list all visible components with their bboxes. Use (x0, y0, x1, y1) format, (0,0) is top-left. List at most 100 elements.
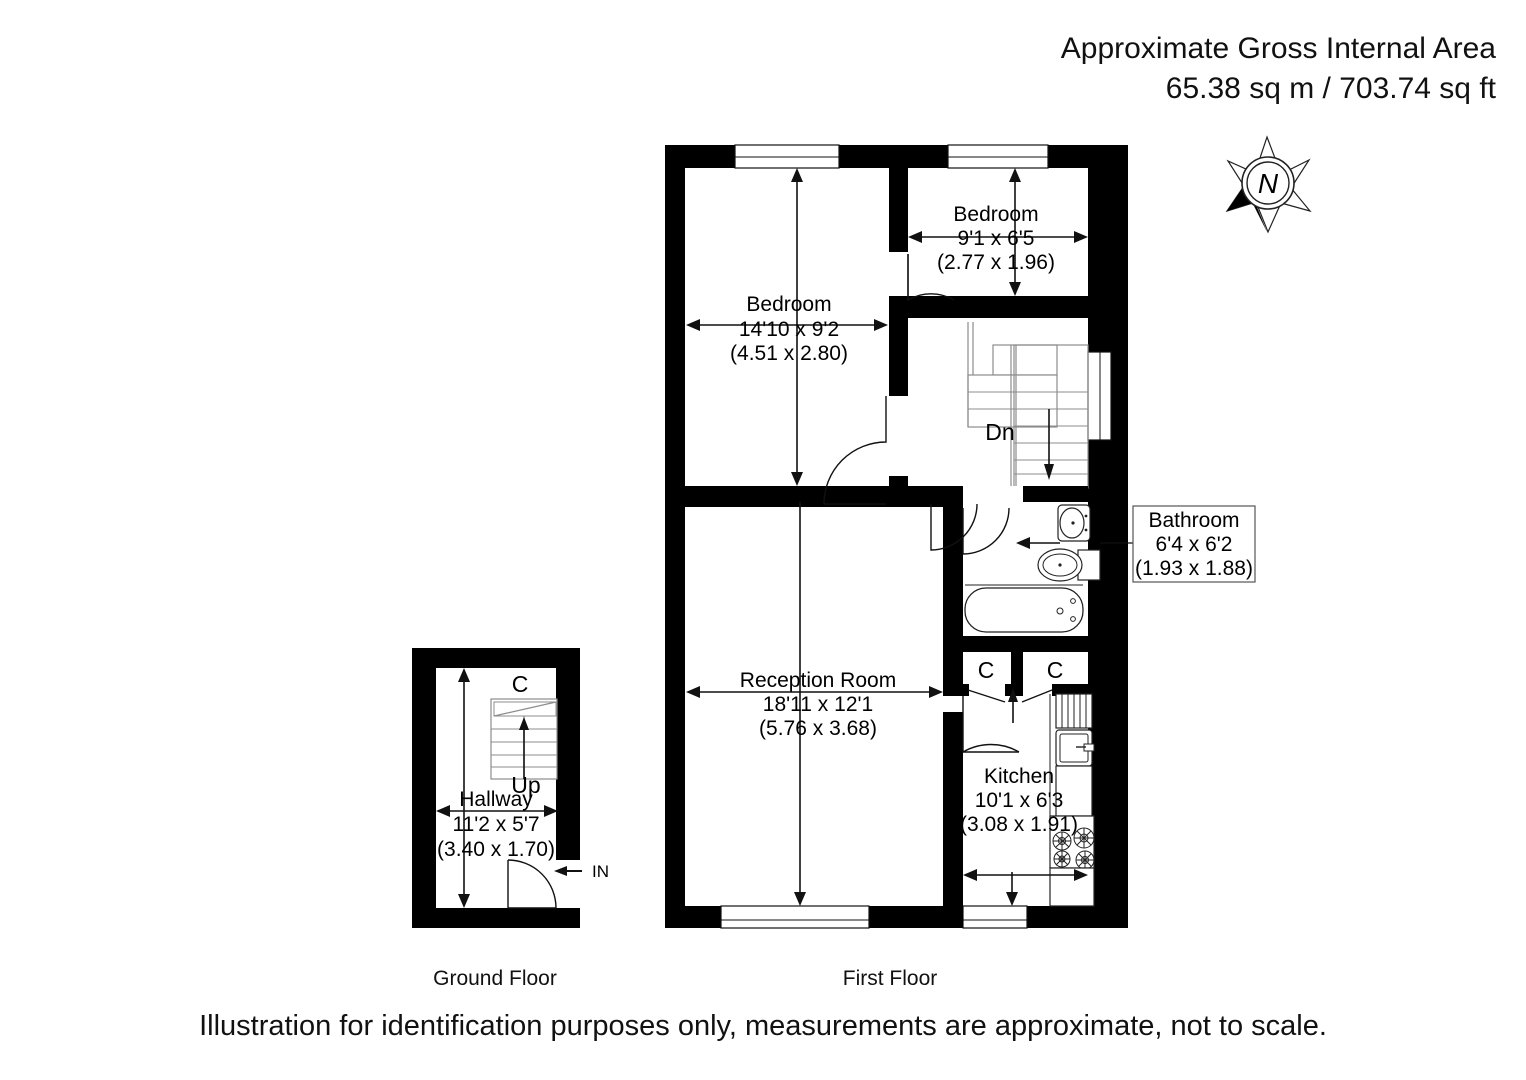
kitchen-label: Kitchen (984, 765, 1054, 788)
entrance-recess (508, 860, 580, 908)
window-right-stairwell (1087, 351, 1112, 441)
kitchen-metric: (3.08 x 1.91) (960, 813, 1078, 836)
door-swing-bedroom-second (907, 254, 955, 302)
door-cupboard-left (967, 689, 1006, 703)
entrance-recess-wall-gap (556, 860, 580, 908)
bedroom-main-interior (685, 168, 889, 486)
bathroom-metric: (1.93 x 1.88) (1135, 557, 1253, 580)
first-floor-plan: Dn (665, 144, 1256, 929)
compass-north-label: N (1258, 168, 1279, 199)
gross-internal-area-value: 65.38 sq m / 703.74 sq ft (1165, 72, 1496, 105)
ground-floor-plan: IN C Up Hallway 11'2 x 5'7 (3.40 x 1.70) (412, 648, 609, 928)
bathroom-label-box (1132, 505, 1256, 583)
wall-bedroom-main-bottom (665, 486, 908, 507)
kitchen-door-gap (943, 696, 963, 712)
wall-cupboard-divider (1011, 650, 1023, 692)
wall-bathroom-bottom (943, 636, 1088, 652)
reception-room-label: Reception Room (740, 669, 896, 692)
door-gap-bedroom-main (889, 396, 908, 476)
kitchen-hob-icon (1049, 815, 1095, 870)
stairs-down-label: Dn (985, 419, 1014, 445)
bedroom-second-metric: (2.77 x 1.96) (937, 251, 1055, 274)
ground-floor-caption: Ground Floor (433, 967, 557, 990)
bedroom-main-metric: (4.51 x 2.80) (730, 342, 848, 365)
ground-cupboard-label: C (512, 671, 529, 697)
wall-cupboard-left-bottom (943, 684, 969, 696)
reception-depth-dimension (794, 502, 806, 906)
kitchen-sink-icon (1055, 729, 1095, 767)
ground-floor-interior (436, 668, 556, 908)
bedroom-main-imperial: 14'10 x 9'2 (739, 318, 839, 341)
bedroom-second-depth-dimension (1009, 168, 1021, 296)
door-gap-bathroom (963, 486, 1023, 502)
door-gap-bathroom-2 (963, 486, 1023, 502)
door-swing-bedroom-main (823, 396, 887, 505)
entrance-in-arrow (554, 866, 582, 876)
bathroom-toilet-icon (1037, 548, 1101, 582)
door-swing-landing (930, 503, 978, 551)
kitchen-interior (963, 690, 1088, 906)
wall-landing-left (889, 390, 908, 507)
bedroom-second-width-dimension (908, 231, 1088, 243)
stairs-up-label: Up (511, 772, 540, 798)
kitchen-depth-dimension (1006, 872, 1018, 906)
bathroom-interior (963, 498, 1088, 638)
window-bottom-right (962, 905, 1028, 929)
cupboard-left-label: C (978, 657, 995, 683)
first-staircase (967, 322, 1089, 489)
kitchen-width-dimension (963, 869, 1088, 881)
first-floor-caption: First Floor (842, 967, 938, 990)
cupboard-right-interior (1023, 650, 1088, 690)
entrance-in-label: IN (592, 862, 609, 881)
door-cupboard-right (1021, 689, 1053, 703)
disclaimer-text: Illustration for identification purposes… (199, 1010, 1327, 1042)
entrance-door-swing (507, 859, 557, 909)
window-top-left (734, 144, 840, 169)
window-bottom-left (720, 905, 870, 929)
reception-width-dimension (686, 686, 943, 698)
hallway-imperial: 11'2 x 5'7 (452, 813, 539, 836)
landing-interior (908, 318, 1088, 496)
reception-room-imperial: 18'11 x 12'1 (763, 693, 873, 716)
cupboard-access-arrow (1008, 688, 1018, 723)
ground-staircase (490, 698, 558, 780)
bathroom-bathtub-icon (964, 584, 1084, 633)
gross-internal-area-title: Approximate Gross Internal Area (1060, 32, 1496, 65)
wall-bedroom2-bottom (889, 296, 1088, 318)
kitchen-counter-icon (1055, 765, 1093, 817)
landing-corridor (889, 390, 929, 496)
wall-reception-top-right (908, 486, 944, 507)
hallway-width-dimension (436, 805, 558, 817)
window-top-right (947, 144, 1049, 169)
bedroom-main-width-dimension (686, 319, 888, 331)
wall-bedroom-divider (889, 145, 908, 390)
hallway-metric: (3.40 x 1.70) (437, 838, 555, 861)
wall-landing-bottom (943, 486, 1088, 502)
door-swing-bathroom (962, 507, 1010, 555)
wall-landing-bottom-right (1023, 486, 1088, 502)
compass-rose: N (1225, 135, 1312, 234)
reception-room-interior (685, 498, 943, 906)
bedroom-main-label: Bedroom (746, 293, 831, 316)
wall-cupboard-right-bottom (1052, 684, 1088, 696)
kitchen-draining-board-icon (1055, 693, 1093, 729)
kitchen-imperial: 10'1 x 6'3 (975, 789, 1064, 812)
hallway-label: Hallway (459, 788, 533, 811)
wall-reception-right (943, 486, 963, 926)
bedroom-second-label: Bedroom (953, 203, 1038, 226)
bathroom-width-dimension (1016, 537, 1133, 549)
bedroom-second-imperial: 9'1 x 6'5 (958, 227, 1035, 250)
reception-room-metric: (5.76 x 3.68) (759, 717, 877, 740)
wall-bathroom-left-stub (943, 486, 963, 512)
bedroom-main-depth-dimension (791, 168, 803, 486)
kitchen-base-unit-icon (1049, 867, 1095, 907)
bathroom-label: Bathroom (1148, 509, 1239, 532)
bedroom-second-interior (908, 168, 1088, 314)
wall-cupboard-mid-bottom (1005, 684, 1023, 696)
bathroom-imperial: 6'4 x 6'2 (1156, 533, 1233, 556)
hallway-depth-dimension (458, 668, 470, 908)
ground-outer-wall (412, 648, 580, 928)
door-swing-kitchen (962, 696, 1020, 754)
